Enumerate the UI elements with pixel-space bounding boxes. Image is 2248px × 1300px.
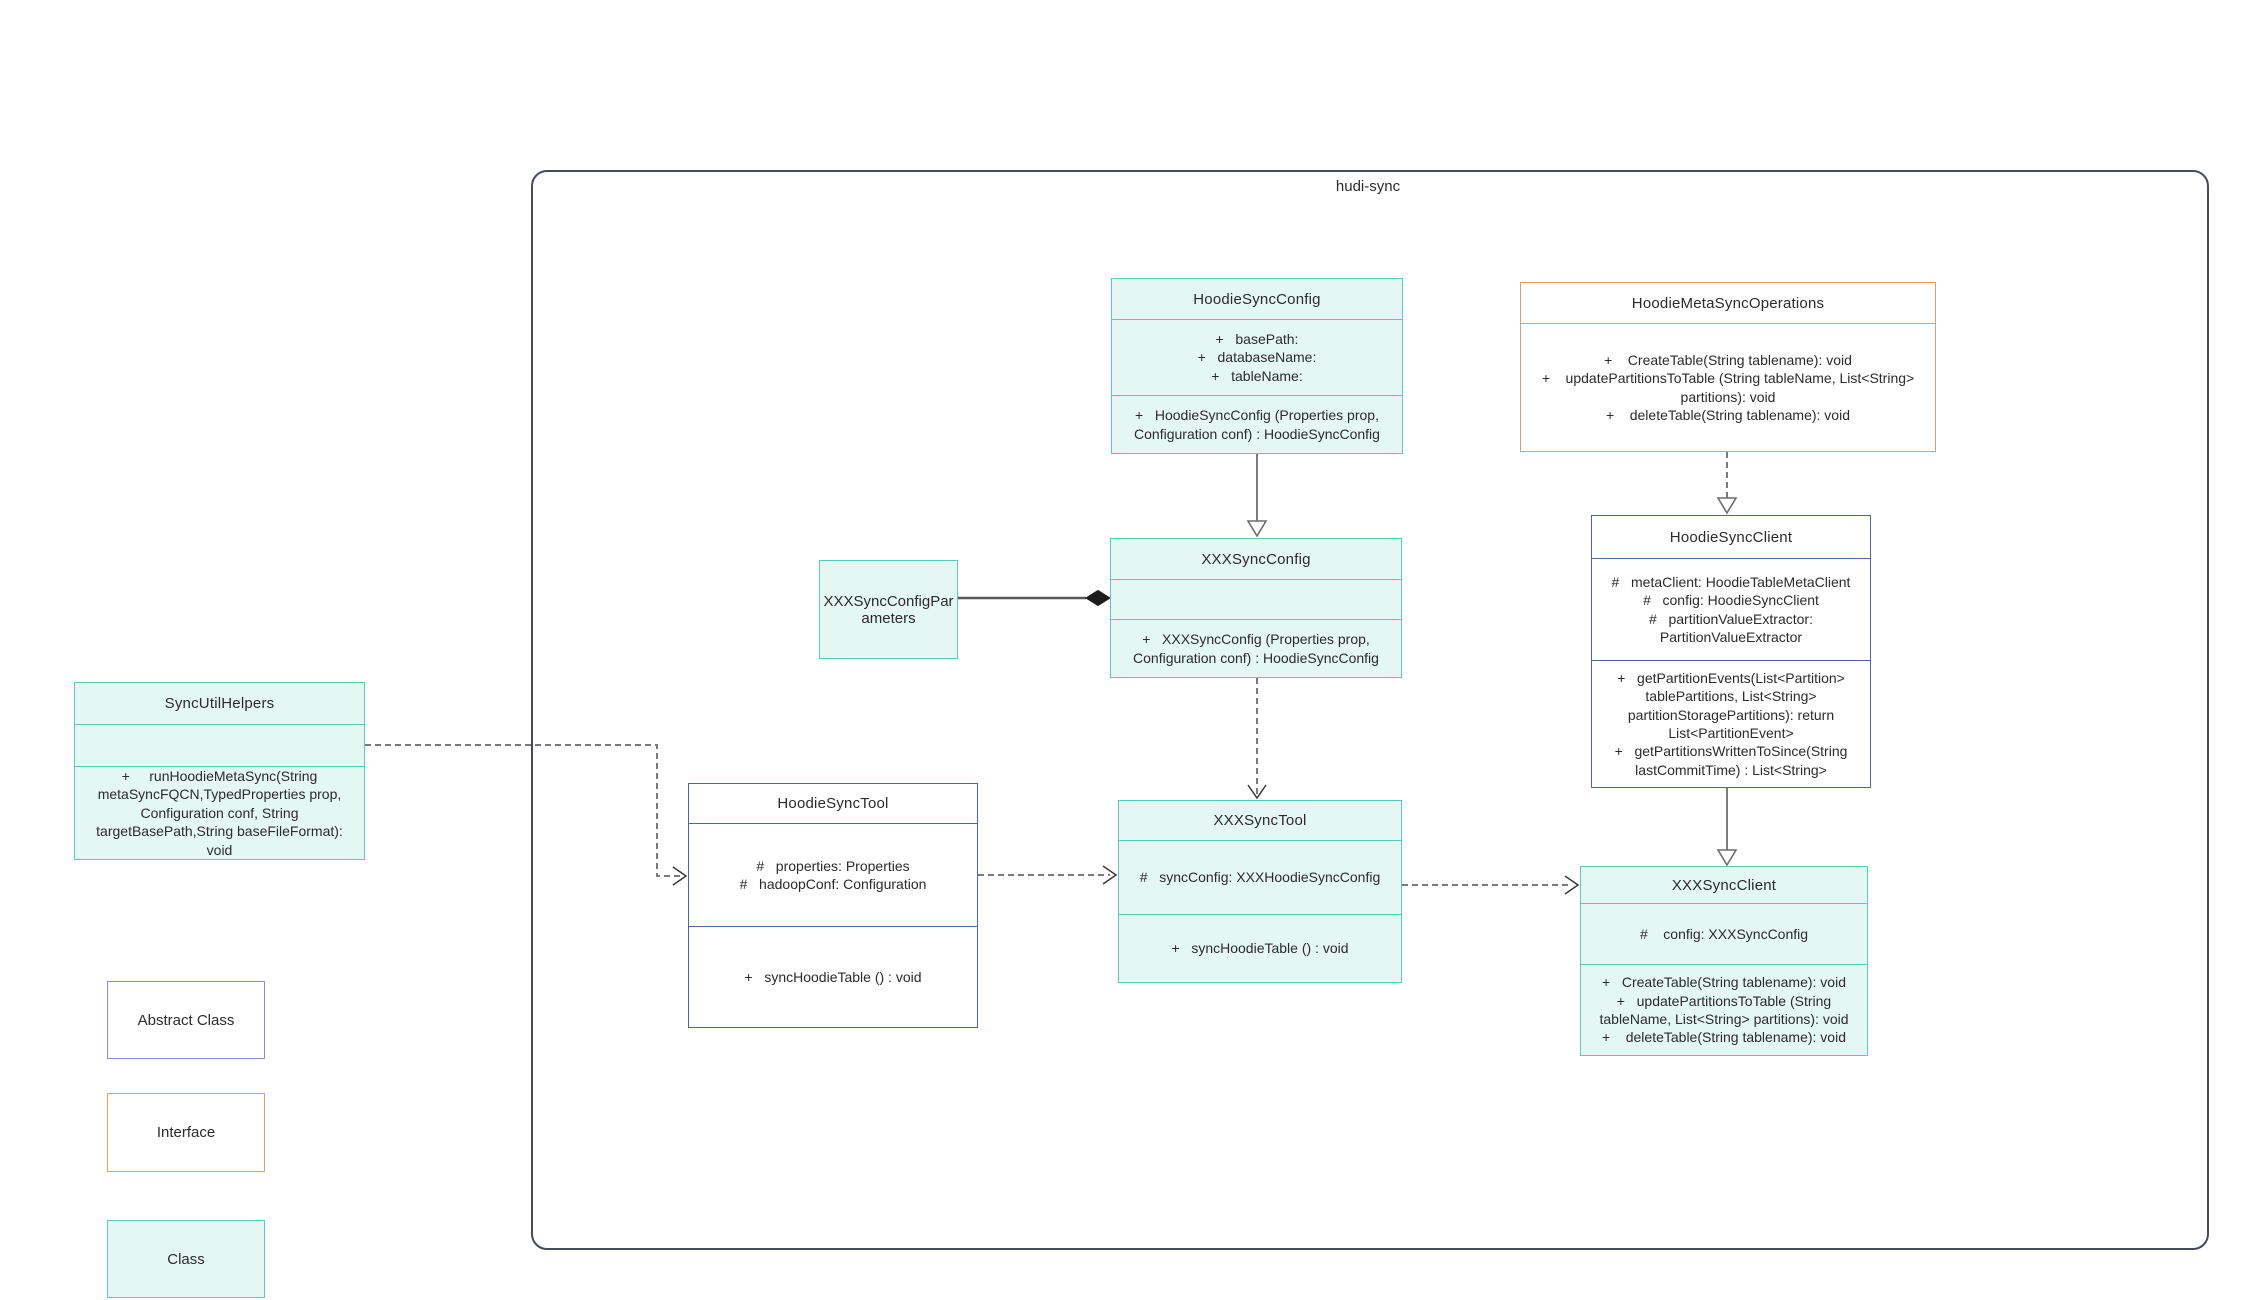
- class-attributes: # syncConfig: XXXHoodieSyncConfig: [1119, 840, 1401, 914]
- legend-class: Class: [107, 1220, 265, 1298]
- class-xxx-sync-tool: XXXSyncTool # syncConfig: XXXHoodieSyncC…: [1118, 800, 1402, 983]
- class-methods: + runHoodieMetaSync(String metaSyncFQCN,…: [75, 766, 364, 859]
- class-methods: + getPartitionEvents(List<Partition> tab…: [1592, 660, 1870, 787]
- class-attributes: + basePath: + databaseName: + tableName:: [1112, 319, 1402, 395]
- class-title: XXXSyncConfig: [1201, 550, 1311, 568]
- attribute-line: # config: HoodieSyncClient: [1643, 592, 1819, 609]
- attribute-line: # hadoopConf: Configuration: [739, 876, 927, 892]
- interface-hoodie-meta-sync-operations: HoodieMetaSyncOperations + CreateTable(S…: [1520, 282, 1936, 452]
- class-methods: + syncHoodieTable () : void: [689, 926, 977, 1027]
- class-methods: + CreateTable(String tablename): void + …: [1581, 964, 1867, 1055]
- class-xxx-sync-config: XXXSyncConfig + XXXSyncConfig (Propertie…: [1110, 538, 1402, 678]
- legend-abstract-class: Abstract Class: [107, 981, 265, 1059]
- legend-label: Interface: [156, 1124, 216, 1141]
- class-attributes: # properties: Properties # hadoopConf: C…: [689, 823, 977, 926]
- attribute-line: # properties: Properties: [756, 857, 910, 874]
- class-title: HoodieSyncClient: [1669, 528, 1793, 546]
- abstract-class-hoodie-sync-tool: HoodieSyncTool # properties: Properties …: [688, 783, 978, 1028]
- method-line: + getPartitionsWrittenToSince(String las…: [1614, 743, 1848, 778]
- method-line: + deleteTable(String tablename): void: [1606, 406, 1850, 423]
- method-line: + CreateTable(String tablename): void: [1604, 351, 1852, 368]
- method-line: + XXXSyncConfig (Properties prop, Config…: [1133, 631, 1379, 666]
- composition-connector-params-to-xxxsyncconfig: [958, 589, 1111, 607]
- abstract-class-hoodie-sync-client: HoodieSyncClient # metaClient: HoodieTab…: [1591, 515, 1871, 788]
- attribute-line: # metaClient: HoodieTableMetaClient: [1611, 573, 1851, 590]
- class-methods: + HoodieSyncConfig (Properties prop, Con…: [1112, 395, 1402, 453]
- group-label: hudi-sync: [1335, 178, 1401, 195]
- dependency-connector-xxxsynctool-to-xxxsyncclient: [1402, 875, 1580, 895]
- realization-connector-metaops-to-hoodiesyncclient: [1716, 452, 1738, 515]
- class-attributes: # metaClient: HoodieTableMetaClient # co…: [1592, 558, 1870, 660]
- attribute-line: # partitionValueExtractor: PartitionValu…: [1649, 610, 1813, 645]
- method-line: + syncHoodieTable () : void: [1171, 940, 1349, 957]
- class-xxx-sync-config-parameters: XXXSyncConfigPar ameters: [819, 560, 958, 659]
- class-methods: + syncHoodieTable () : void: [1119, 914, 1401, 982]
- class-title: HoodieSyncConfig: [1193, 290, 1321, 308]
- legend-label: Abstract Class: [137, 1011, 235, 1029]
- class-methods: + CreateTable(String tablename): void + …: [1521, 323, 1935, 451]
- class-methods: + XXXSyncConfig (Properties prop, Config…: [1111, 619, 1401, 677]
- class-xxx-sync-client: XXXSyncClient # config: XXXSyncConfig + …: [1580, 866, 1868, 1056]
- dependency-connector-syncutilhelpers-to-hoodiesynctool: [365, 744, 688, 886]
- inheritance-connector-hoodiesyncconfig-to-xxxsyncconfig: [1246, 454, 1268, 538]
- class-title: XXXSyncClient: [1671, 876, 1777, 894]
- attribute-line: # config: XXXSyncConfig: [1639, 925, 1809, 942]
- group-frame-hudi-sync: [531, 170, 2209, 1250]
- method-line: + updatePartitionsToTable (String tableN…: [1541, 370, 1915, 405]
- attribute-line: + databaseName:: [1197, 349, 1317, 366]
- method-line: + getPartitionEvents(List<Partition> tab…: [1617, 669, 1845, 741]
- method-line: + HoodieSyncConfig (Properties prop, Con…: [1134, 407, 1380, 442]
- dependency-connector-xxxsyncconfig-to-xxxsynctool: [1247, 678, 1267, 800]
- inheritance-connector-hoodiesyncclient-to-xxxsyncclient: [1716, 788, 1738, 867]
- class-title: HoodieMetaSyncOperations: [1631, 294, 1825, 312]
- method-line: + updatePartitionsToTable (String tableN…: [1599, 992, 1849, 1027]
- method-line: + runHoodieMetaSync(String metaSyncFQCN,…: [96, 767, 343, 858]
- method-line: + syncHoodieTable () : void: [744, 968, 922, 985]
- class-title: XXXSyncTool: [1213, 812, 1307, 829]
- class-attributes: # config: XXXSyncConfig: [1581, 903, 1867, 964]
- attribute-line: + tableName:: [1211, 367, 1303, 384]
- attribute-line: + basePath:: [1215, 330, 1299, 347]
- legend-label: Class: [167, 1250, 205, 1268]
- dependency-connector-hoodiesynctool-to-xxxsynctool: [978, 865, 1118, 885]
- attribute-line: # syncConfig: XXXHoodieSyncConfig: [1139, 869, 1381, 886]
- class-title: XXXSyncConfigPar ameters: [823, 592, 954, 627]
- class-attributes: [1111, 579, 1401, 619]
- class-attributes: [75, 724, 364, 766]
- legend-interface: Interface: [107, 1093, 265, 1172]
- class-title: SyncUtilHelpers: [164, 695, 275, 712]
- method-line: + deleteTable(String tablename): void: [1602, 1029, 1846, 1046]
- class-title: HoodieSyncTool: [777, 795, 889, 812]
- class-hoodie-sync-config: HoodieSyncConfig + basePath: + databaseN…: [1111, 278, 1403, 454]
- method-line: + CreateTable(String tablename): void: [1602, 974, 1846, 991]
- class-sync-util-helpers: SyncUtilHelpers + runHoodieMetaSync(Stri…: [74, 682, 365, 860]
